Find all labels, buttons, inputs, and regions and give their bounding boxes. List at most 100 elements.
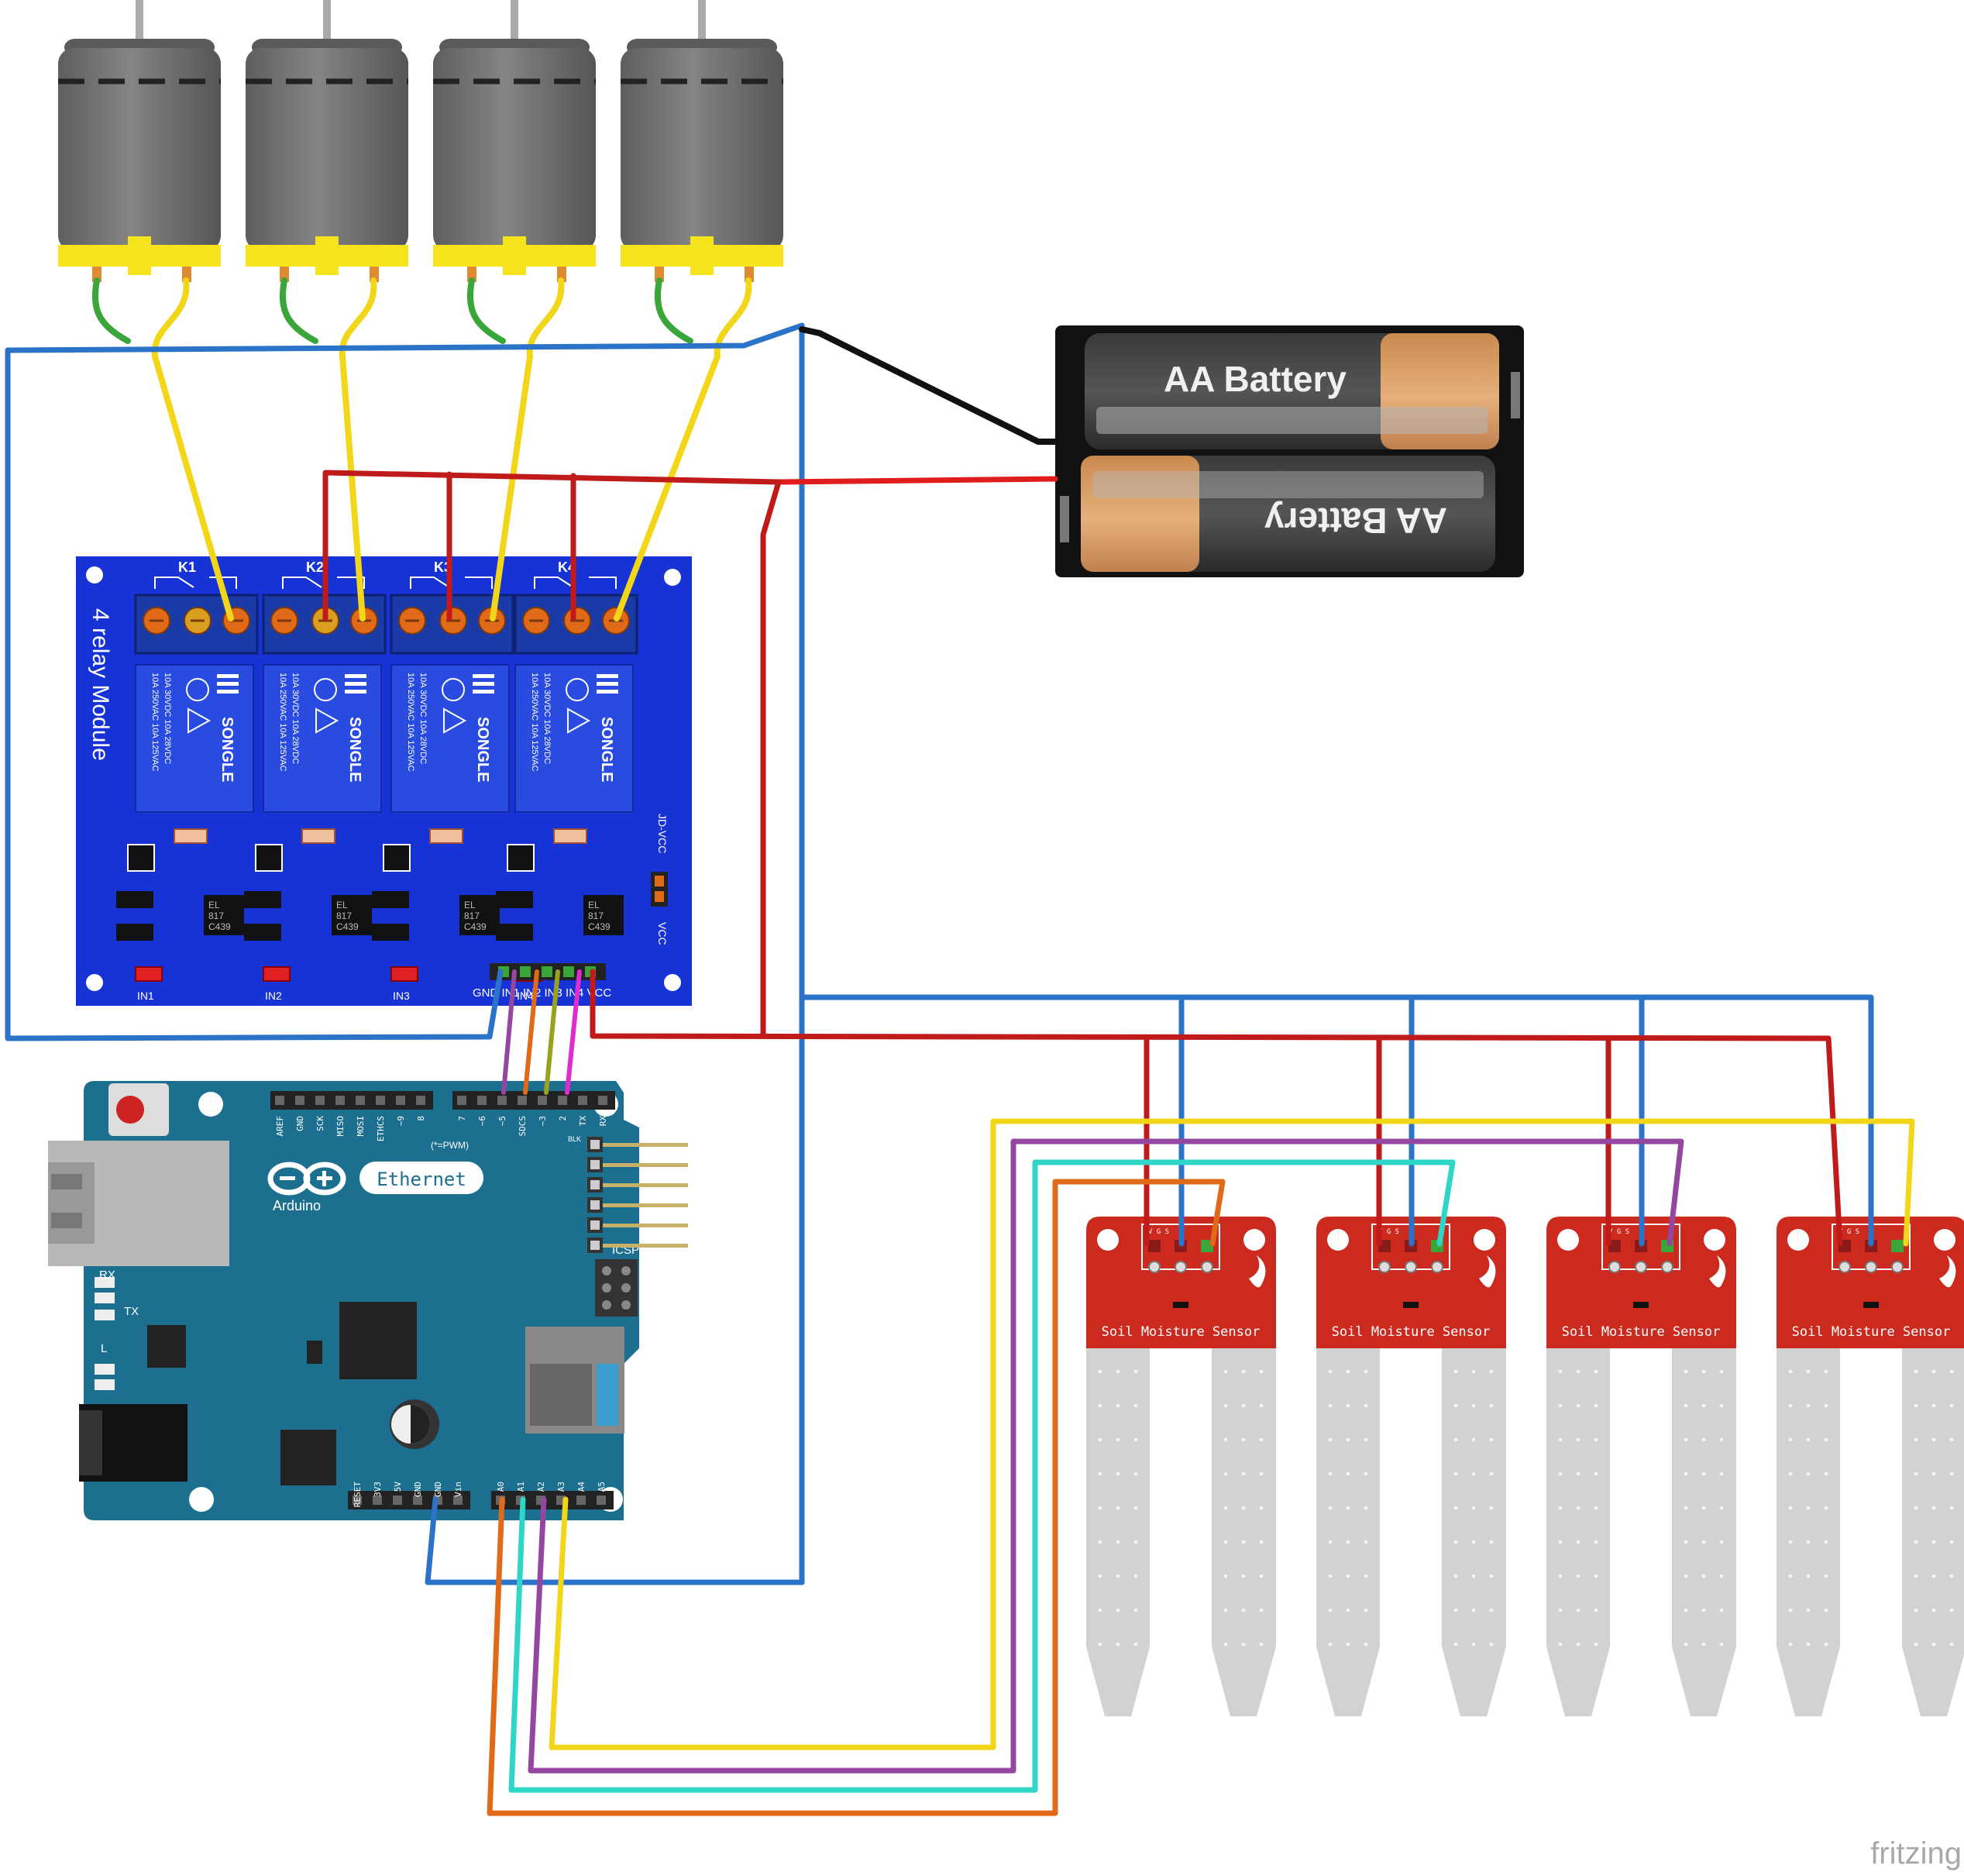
header-pin[interactable] [477, 1096, 487, 1105]
wire-in4 [565, 969, 582, 1095]
header-pin[interactable] [396, 1096, 405, 1105]
header-pin[interactable] [518, 1096, 527, 1105]
wire-a3-sensor4 [549, 1118, 1915, 1750]
sensor-prong-right [1902, 1348, 1964, 1716]
header-pin[interactable] [598, 1096, 607, 1105]
header-pin[interactable] [558, 1096, 567, 1105]
header-pin[interactable] [603, 1163, 688, 1167]
pin-label: Vin [453, 1482, 463, 1497]
header-pin[interactable] [497, 1096, 507, 1105]
header-pin[interactable] [393, 1496, 402, 1505]
pin-label: GND [413, 1482, 423, 1497]
svg-text:EL: EL [464, 900, 476, 910]
sensor-board [1086, 1217, 1276, 1348]
wires [5, 277, 1915, 1816]
pwm-note: (*=PWM) [431, 1140, 469, 1151]
header-pin[interactable] [335, 1096, 345, 1105]
header-pin[interactable] [373, 1496, 382, 1505]
header-pin[interactable] [538, 1096, 547, 1105]
svg-text:817: 817 [208, 910, 224, 921]
header-pin[interactable] [315, 1096, 325, 1105]
fritzing-watermark: fritzing [1870, 1836, 1962, 1871]
microcontroller-chip [280, 1430, 336, 1485]
dc-motor-2 [246, 0, 408, 282]
relay-label: K2 [306, 559, 324, 575]
header-pin[interactable] [603, 1244, 688, 1248]
header-pin[interactable] [376, 1096, 385, 1105]
sensor-prong-right [1442, 1348, 1506, 1716]
wire-motor3-green [466, 277, 506, 344]
relay-brand: SONGLE [598, 717, 615, 782]
sensor-label: Soil Moisture Sensor [1332, 1324, 1491, 1340]
header-pin[interactable] [603, 1183, 688, 1187]
svg-text:C439: C439 [208, 921, 231, 932]
led [95, 1364, 115, 1375]
header-pin[interactable] [416, 1096, 425, 1105]
sensor-pin[interactable] [1148, 1240, 1161, 1252]
header-pin[interactable] [597, 1496, 606, 1505]
pin-label: 5V [393, 1482, 403, 1492]
wire-blue-sensor-bus [799, 994, 1874, 1247]
header-pin[interactable] [453, 1496, 463, 1505]
wire-red-vcc-drop [760, 479, 782, 1039]
header-pin[interactable] [576, 1496, 586, 1505]
svg-text:817: 817 [336, 910, 352, 921]
header-pin[interactable] [275, 1096, 284, 1105]
wire-motor1-yellow [151, 277, 190, 360]
relay-input-label: IN3 [393, 990, 410, 1002]
pin-label: 2 [558, 1116, 568, 1121]
wire-motor1-green [91, 277, 131, 344]
svg-text:C439: C439 [336, 921, 359, 932]
header-pin[interactable] [356, 1096, 365, 1105]
relay-label: K1 [178, 559, 196, 575]
jumper-label-bottom: VCC [656, 922, 669, 945]
reset-button-cap[interactable] [116, 1096, 144, 1124]
svg-text:EL: EL [208, 900, 220, 910]
header-pin[interactable] [603, 1224, 688, 1227]
header-pin[interactable] [353, 1496, 362, 1505]
arduino-brand: Arduino [273, 1198, 321, 1213]
led [95, 1277, 115, 1288]
pin-label: GND [295, 1116, 305, 1131]
wire-red-k2-common [322, 470, 782, 621]
sensor-pin-label: V G S [1838, 1228, 1859, 1236]
header-pin[interactable] [603, 1143, 688, 1147]
ethernet-badge [359, 1162, 483, 1194]
svg-text:817: 817 [464, 910, 480, 921]
pin-label: TX [578, 1116, 588, 1127]
wire-battery-positive [776, 476, 1058, 485]
header-pin[interactable] [603, 1203, 688, 1207]
wire-blue-motor-common [5, 322, 805, 353]
relay-brand: SONGLE [474, 717, 491, 782]
sensor-pin[interactable] [1891, 1240, 1904, 1252]
pin-label: MOSI [356, 1116, 366, 1137]
sensor-prong-left [1086, 1348, 1150, 1716]
sensor-board [1777, 1217, 1964, 1348]
dc-motor-1 [58, 0, 221, 282]
pin-label: A5 [597, 1482, 607, 1492]
relay-input-label: IN4 [517, 990, 534, 1002]
header-pin[interactable] [295, 1096, 304, 1105]
relay-rating-1: 10A 250VAC 10A 125VAC [150, 673, 160, 771]
header-pin[interactable] [457, 1096, 466, 1105]
header-pin[interactable] [413, 1496, 422, 1505]
power-wires [322, 470, 1843, 1247]
blk-label: BLK [568, 1135, 581, 1143]
wire-in1 [501, 969, 517, 1095]
sensor-pin[interactable] [1608, 1240, 1621, 1252]
relay-input-label: IN2 [265, 990, 282, 1002]
relay-load-wires [152, 353, 721, 621]
pin-label: 8 [416, 1116, 426, 1121]
relay-rating-2: 10A 30VDC 10A 28VDC [291, 673, 300, 764]
header-pin[interactable] [578, 1096, 587, 1105]
